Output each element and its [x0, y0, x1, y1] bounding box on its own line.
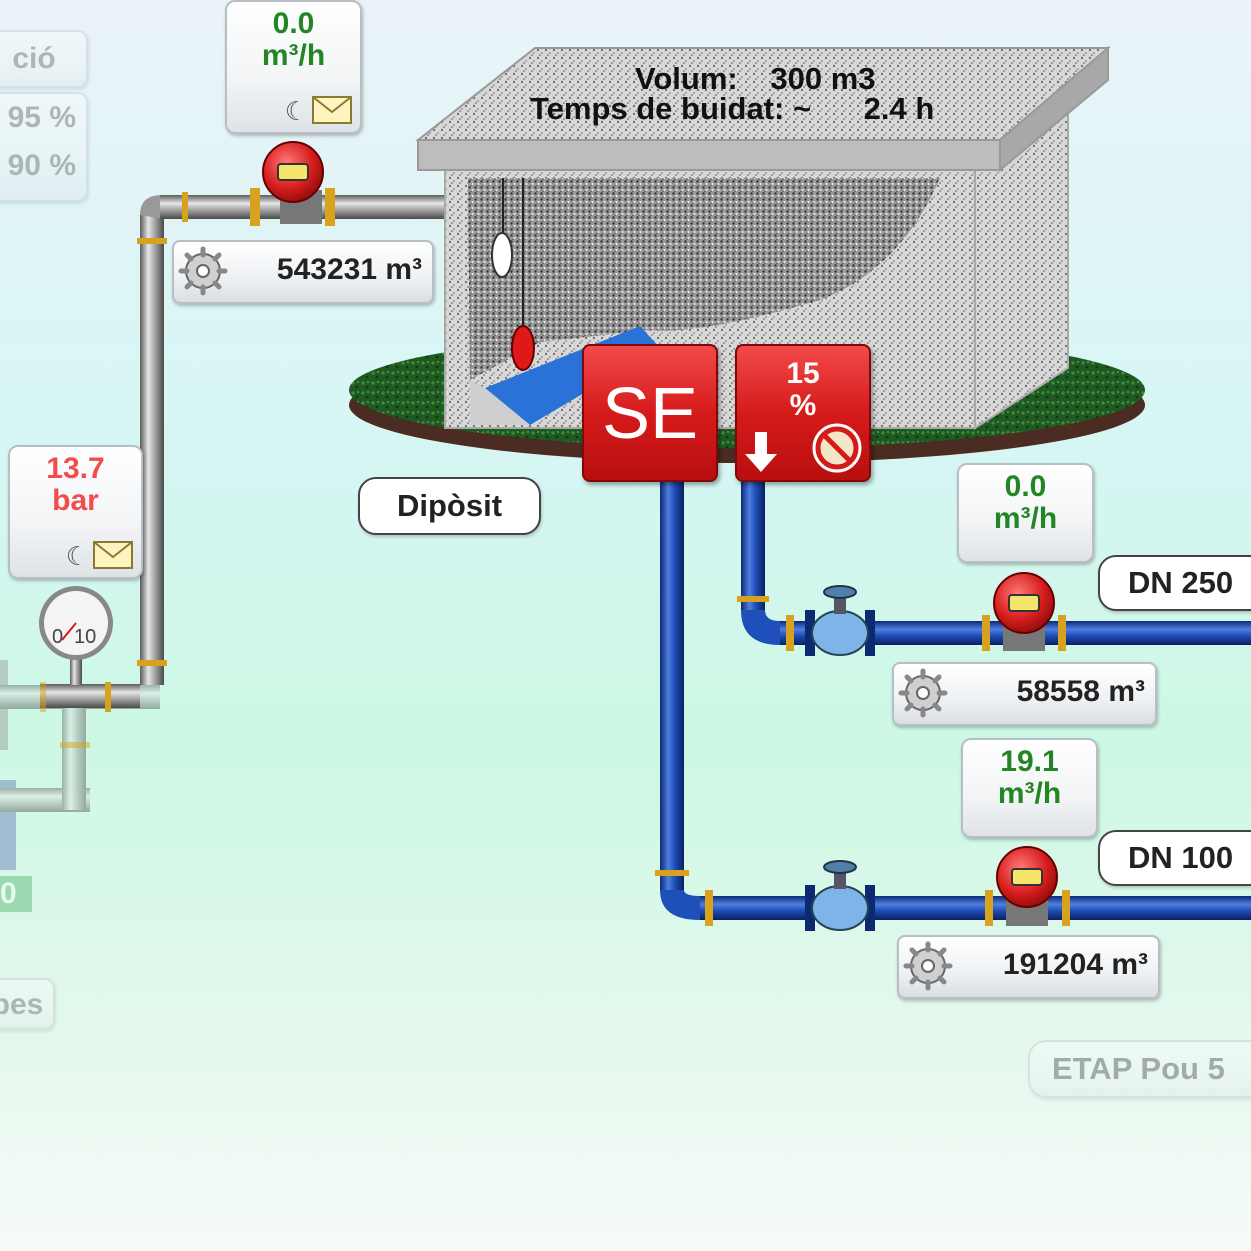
left-bottom-label-text: pes: [0, 988, 44, 1021]
left-green-badge-text: 0: [0, 877, 17, 910]
flowmeter-inlet: [262, 141, 324, 224]
inlet-flow-panel[interactable]: 0.0 m³/h ☾: [225, 0, 362, 134]
dn250-label[interactable]: DN 250: [1098, 555, 1251, 611]
destination-link[interactable]: ETAP Pou 5: [1028, 1040, 1251, 1098]
dn100-label-text: DN 100: [1128, 840, 1234, 875]
left-percent-panel[interactable]: 95 % 90 %: [0, 92, 88, 202]
dn250-flow-unit: m³/h: [993, 502, 1058, 535]
dn250-flow-panel[interactable]: 0.0 m³/h: [957, 463, 1094, 563]
inlet-pipe: [40, 188, 515, 748]
pressure-unit: bar: [52, 484, 99, 517]
tank-empty-time: Temps de buidat: ~ 2.4 h: [530, 91, 935, 126]
left-bottom-label[interactable]: pes: [0, 978, 55, 1030]
left-top-label-text: ció: [12, 42, 56, 75]
dn100-label[interactable]: DN 100: [1098, 830, 1251, 886]
tank-name-label[interactable]: Dipòsit: [358, 477, 541, 535]
arrow-down-icon: [745, 432, 777, 472]
inlet-counter-value: 543231 m³: [276, 253, 422, 286]
flowmeter-dn100: [996, 846, 1058, 926]
level-value: 15: [786, 357, 820, 390]
valve-dn100: [805, 860, 875, 931]
valve-dn250: [805, 585, 875, 656]
tank-volume: Volum: 300 m3: [635, 61, 876, 96]
moon-icon: ☾: [65, 541, 89, 571]
prohibited-icon: [812, 423, 862, 473]
dn100-counter-panel[interactable]: 191204 m³: [897, 935, 1160, 999]
outlet-pipes: [655, 480, 1251, 926]
left-top-label[interactable]: ció: [0, 30, 88, 88]
envelope-icon: [312, 96, 352, 124]
level-unit: %: [789, 389, 817, 422]
gear-icon: [903, 941, 953, 991]
gauge-max-label: 10: [74, 626, 96, 648]
pressure-panel[interactable]: 13.7 bar ☾: [8, 445, 143, 579]
dn100-flow-value: 19.1: [1000, 745, 1059, 778]
left-percent-2: 90 %: [7, 149, 76, 182]
inlet-flow-unit: m³/h: [261, 39, 326, 72]
inlet-counter-panel[interactable]: 543231 m³: [172, 240, 434, 304]
left-green-badge: 0: [0, 876, 32, 912]
gauge-min-label: 0: [52, 626, 63, 648]
tank-empty-label: Temps de buidat: ~: [530, 91, 812, 126]
left-percent-1: 95 %: [7, 101, 76, 134]
dn100-counter-value: 191204 m³: [1002, 948, 1148, 981]
dn250-counter-panel[interactable]: 58558 m³: [892, 662, 1157, 726]
dn100-flow-unit: m³/h: [997, 777, 1062, 810]
tank-volume-value: 300 m3: [770, 61, 876, 96]
gear-icon: [178, 246, 228, 296]
pressure-gauge: 0 10: [39, 586, 113, 685]
gear-icon: [898, 668, 948, 718]
dn250-flow-value: 0.0: [1004, 470, 1047, 503]
level-button[interactable]: 15 %: [735, 344, 871, 482]
dn250-label-text: DN 250: [1128, 565, 1234, 600]
destination-text: ETAP Pou 5: [1052, 1051, 1225, 1086]
dn100-flow-panel[interactable]: 19.1 m³/h: [961, 738, 1098, 838]
moon-icon: ☾: [284, 96, 308, 126]
tank-name-text: Dipòsit: [396, 488, 503, 523]
pressure-value: 13.7: [46, 452, 105, 485]
flowmeter-dn250: [993, 572, 1055, 651]
inlet-flow-value: 0.0: [272, 7, 315, 40]
tank-volume-label: Volum:: [635, 61, 738, 96]
tank-empty-value: 2.4 h: [863, 91, 935, 126]
envelope-icon: [93, 541, 133, 569]
dn250-counter-value: 58558 m³: [1016, 675, 1145, 708]
se-button-label: SE: [601, 374, 699, 454]
se-button[interactable]: SE: [582, 344, 718, 482]
